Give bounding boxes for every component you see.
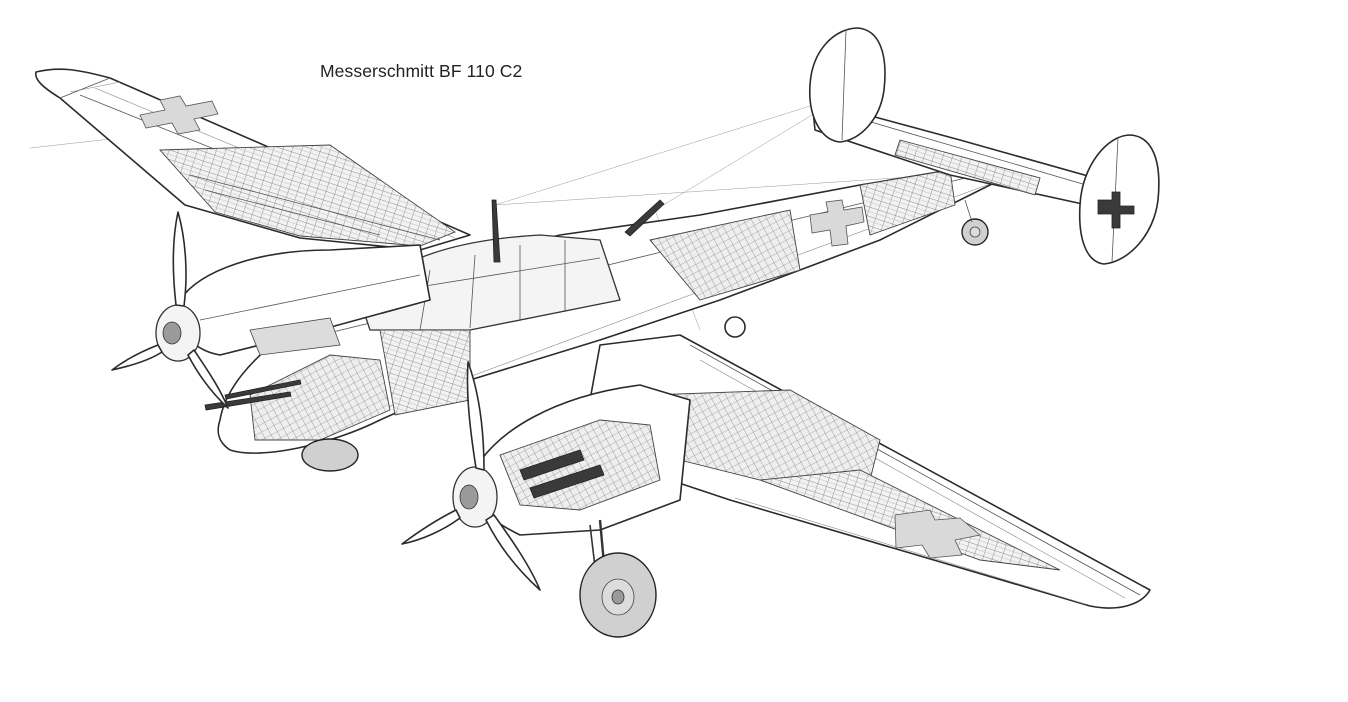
left-main-wheel: [301, 438, 359, 472]
rear-machine-gun: [624, 199, 665, 237]
left-wing-structure-cutaway: [159, 144, 456, 247]
left-tail-fin: [809, 27, 886, 143]
fuselage-cross-marking: [809, 199, 865, 247]
nose-gun-bay-cutaway: [249, 354, 391, 441]
diagram-title: Messerschmitt BF 110 C2: [320, 61, 523, 81]
tail-assembly: [809, 27, 1160, 265]
left-wing-cross-marking: [139, 95, 219, 135]
antenna-mast: [491, 199, 501, 263]
right-wing: [589, 334, 1151, 609]
left-engine: [111, 211, 431, 409]
tail-fin-marking: [1097, 191, 1135, 229]
main-landing-gear: [301, 438, 657, 638]
right-propeller-blade: [466, 361, 485, 471]
cockpit-interior-cutaway: [379, 329, 471, 416]
right-engine: [401, 361, 691, 591]
right-wing-cross-marking: [894, 509, 981, 559]
left-wing: [35, 68, 471, 251]
fuselage: [204, 164, 1001, 454]
left-propeller-blade: [172, 211, 187, 307]
tail-ring: [724, 316, 746, 338]
rear-fuselage-cutaway: [649, 209, 801, 301]
